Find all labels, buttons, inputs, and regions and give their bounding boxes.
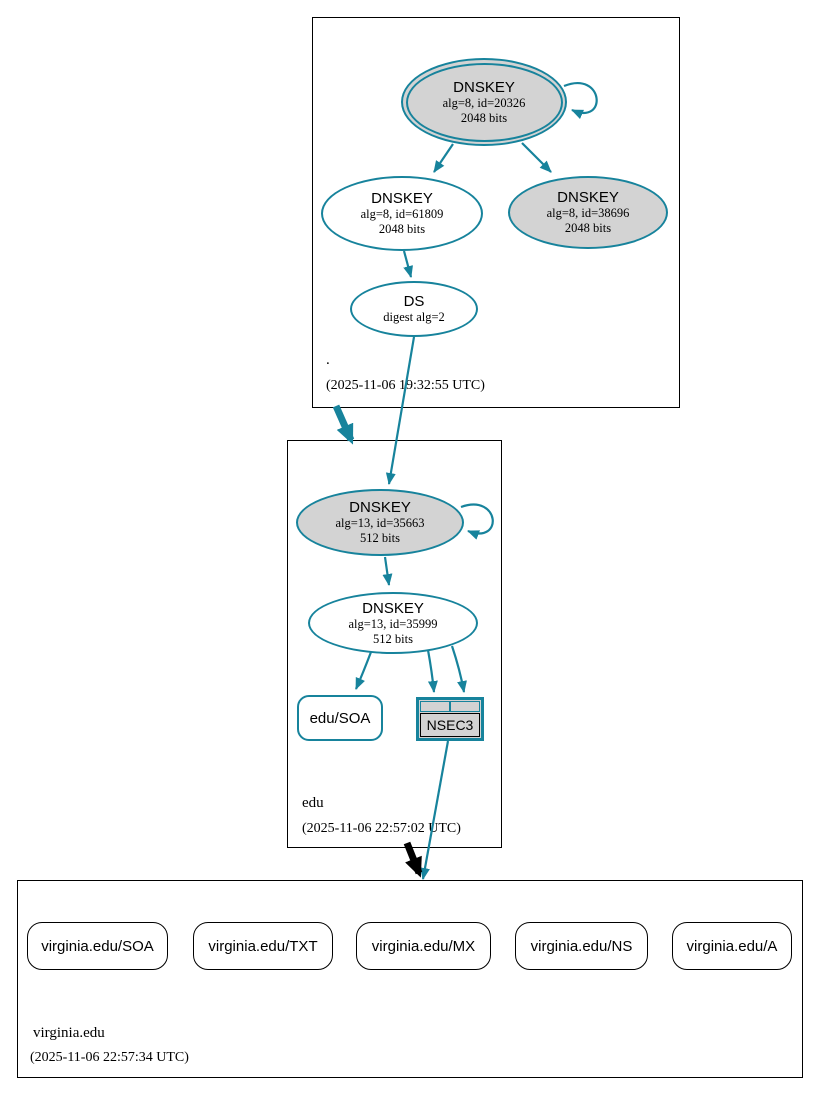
rrset-label: virginia.edu/NS [530,937,633,955]
node-detail: alg=8, id=61809 [360,207,444,221]
rrset-label: virginia.edu/TXT [208,937,318,955]
dnskey-ksk-inner-ring: DNSKEY alg=8, id=20326 2048 bits [405,62,563,142]
node-title: DS [403,293,425,310]
zone-timestamp-virginia-edu: (2025-11-06 22:57:34 UTC) [30,1050,189,1065]
node-title: DNSKEY [349,499,411,516]
node-detail: 512 bits [373,631,413,646]
node-title: DNSKEY [362,599,424,617]
rrset-node-virginia-edu-ns[interactable]: virginia.edu/NS [515,922,648,970]
nsec3-cell [420,701,450,712]
node-detail: alg=8, id=38696 [546,206,630,220]
rrset-label: virginia.edu/MX [371,937,476,955]
dnskey-node-edu-zsk-35999[interactable]: DNSKEY alg=13, id=35999 512 bits [308,592,478,654]
rrset-node-virginia-edu-soa[interactable]: virginia.edu/SOA [27,922,168,970]
node-detail: 512 bits [360,531,400,545]
dnskey-node-edu-ksk-35663[interactable]: DNSKEY alg=13, id=35663 512 bits [296,489,464,556]
node-title: DNSKEY [371,190,433,207]
dnskey-node-root-38696[interactable]: DNSKEY alg=8, id=38696 2048 bits [508,176,668,249]
zone-timestamp-root: (2025-11-06 19:32:55 UTC) [326,378,485,393]
dnskey-node-root-zsk-61809[interactable]: DNSKEY alg=8, id=61809 2048 bits [321,176,483,251]
nsec3-node[interactable]: NSEC3 [416,697,484,741]
rrset-label: virginia.edu/SOA [41,937,154,955]
zone-label-root: . [326,352,330,368]
zone-box-virginia-edu [17,880,803,1078]
nsec3-cell [450,701,480,712]
rrset-label: edu/SOA [309,709,371,727]
node-text: DNSKEY alg=13, id=35999 512 bits [348,600,437,647]
node-text: DNSKEY alg=8, id=61809 2048 bits [361,190,444,237]
rrset-node-virginia-edu-txt[interactable]: virginia.edu/TXT [193,922,333,970]
rrset-node-virginia-edu-a[interactable]: virginia.edu/A [672,922,792,970]
node-detail: 2048 bits [378,222,426,236]
node-detail: alg=8, id=20326 [442,95,526,110]
rrset-node-virginia-edu-mx[interactable]: virginia.edu/MX [356,922,491,970]
nsec3-label: NSEC3 [420,713,480,737]
nsec3-cells [420,701,480,712]
rrset-label: virginia.edu/A [686,937,778,955]
dnskey-node-root-ksk-20326[interactable]: DNSKEY alg=8, id=20326 2048 bits [401,58,567,146]
rrset-node-edu-soa[interactable]: edu/SOA [297,695,383,741]
node-detail: digest alg=2 [383,310,445,324]
node-detail: alg=13, id=35999 [348,616,438,631]
node-text: DNSKEY alg=13, id=35663 512 bits [335,499,424,546]
ds-node-edu[interactable]: DS digest alg=2 [350,281,478,337]
node-text: DNSKEY alg=8, id=20326 2048 bits [443,79,526,126]
edge-delegation-root-to-edu [332,404,355,445]
node-detail: 2048 bits [564,221,612,235]
node-title: DNSKEY [453,78,515,96]
node-text: DNSKEY alg=8, id=38696 2048 bits [547,189,630,236]
node-title: DNSKEY [557,189,619,206]
node-detail: alg=13, id=35663 [335,516,425,530]
node-detail: 2048 bits [460,110,508,125]
zone-label-virginia-edu: virginia.edu [33,1025,105,1041]
zone-label-edu: edu [302,795,324,811]
zone-timestamp-edu: (2025-11-06 22:57:02 UTC) [302,821,461,836]
node-text: DS digest alg=2 [383,293,445,325]
